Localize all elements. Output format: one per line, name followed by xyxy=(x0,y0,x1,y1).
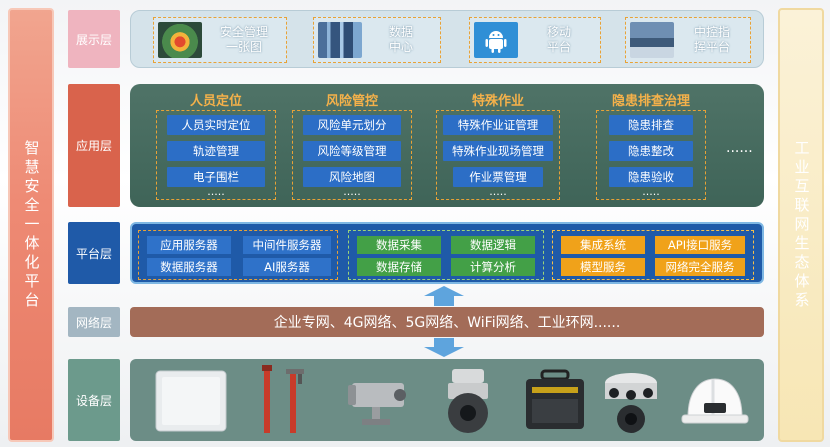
layer-label-device: 设备层 xyxy=(68,359,120,441)
app-item[interactable]: 风险单元划分 xyxy=(303,115,401,135)
platform-item[interactable]: 数据服务器 xyxy=(147,258,231,276)
app-item[interactable]: 风险地图 xyxy=(303,167,401,187)
network-text: 企业专网、4G网络、5G网络、WiFi网络、工业环网...... xyxy=(273,315,621,331)
display-card-label: 安全管理 一张图 xyxy=(219,25,268,54)
data-center-thumbnail-icon xyxy=(318,22,362,58)
app-item[interactable]: 特殊作业现场管理 xyxy=(443,141,553,161)
display-card-label: 数据 中心 xyxy=(388,25,413,54)
gas-detector-pole-icon xyxy=(262,365,304,433)
platform-item[interactable]: 应用服务器 xyxy=(147,236,231,254)
right-pillar: 工业互联网生态体系 xyxy=(778,8,824,442)
app-group-title-risk: 风险管控 xyxy=(325,94,378,109)
app-group-title-special-work: 特殊作业 xyxy=(471,94,524,109)
platform-item[interactable]: 网络完全服务 xyxy=(655,258,745,276)
app-group-risk: 风险单元划分 风险等级管理 风险地图 ..... xyxy=(292,110,412,200)
left-pillar-title: 智慧安全一体化平台 xyxy=(22,139,41,311)
layer-label-display: 展示层 xyxy=(68,10,120,68)
explosion-proof-camera-icon xyxy=(348,383,406,425)
device-layer-panel xyxy=(130,359,764,441)
platform-item[interactable]: 数据逻辑 xyxy=(451,236,535,254)
app-item[interactable]: 隐患整改 xyxy=(609,141,693,161)
platform-item[interactable]: 集成系统 xyxy=(561,236,645,254)
platform-group-data: 数据采集 数据逻辑 数据存储 计算分析 xyxy=(348,230,544,280)
right-pillar-title: 工业互联网生态体系 xyxy=(792,139,811,311)
app-group-hazard: 隐患排查 隐患整改 隐患验收 ..... xyxy=(596,110,706,200)
platform-item[interactable]: 数据存储 xyxy=(357,258,441,276)
platform-layer-panel: 应用服务器 中间件服务器 数据服务器 AI服务器 数据采集 数据逻辑 数据存储 … xyxy=(130,222,764,284)
display-card-data-center[interactable]: 数据 中心 xyxy=(313,17,441,63)
android-icon xyxy=(474,22,518,58)
app-item[interactable]: 轨迹管理 xyxy=(167,141,265,161)
platform-group-servers: 应用服务器 中间件服务器 数据服务器 AI服务器 xyxy=(138,230,338,280)
app-item[interactable]: 风险等级管理 xyxy=(303,141,401,161)
app-item[interactable]: 隐患排查 xyxy=(609,115,693,135)
layer-label-network: 网络层 xyxy=(68,307,120,337)
app-item[interactable]: 人员实时定位 xyxy=(167,115,265,135)
display-card-label: 移动 平台 xyxy=(546,25,571,54)
app-group-personnel: 人员实时定位 轨迹管理 电子围栏 ..... xyxy=(156,110,276,200)
dome-camera-icon xyxy=(448,369,488,433)
control-room-thumbnail-icon xyxy=(630,22,674,58)
network-layer-panel: 企业专网、4G网络、5G网络、WiFi网络、工业环网...... xyxy=(130,307,764,337)
app-item[interactable]: 特殊作业证管理 xyxy=(443,115,553,135)
safety-helmet-icon xyxy=(681,378,749,424)
app-group-special-work: 特殊作业证管理 特殊作业现场管理 作业票管理 ..... xyxy=(436,110,560,200)
down-arrow-icon xyxy=(424,338,464,357)
app-dots: ..... xyxy=(642,185,660,198)
app-item[interactable]: 隐患验收 xyxy=(609,167,693,187)
platform-item[interactable]: AI服务器 xyxy=(243,258,331,276)
display-layer-panel: 安全管理 一张图 数据 中心 移动 平台 中控指 挥平台 xyxy=(130,10,764,68)
platform-item[interactable]: 数据采集 xyxy=(357,236,441,254)
layer-label-application: 应用层 xyxy=(68,84,120,207)
display-card-command-platform[interactable]: 中控指 挥平台 xyxy=(625,17,751,63)
app-dots: ..... xyxy=(207,185,225,198)
app-item[interactable]: 作业票管理 xyxy=(453,167,543,187)
display-card-label: 中控指 挥平台 xyxy=(693,25,730,54)
heatmap-thumbnail-icon xyxy=(158,22,202,58)
display-card-mobile-platform[interactable]: 移动 平台 xyxy=(469,17,601,63)
layer-label-platform: 平台层 xyxy=(68,222,120,284)
platform-group-services: 集成系统 API接口服务 模型服务 网络完全服务 xyxy=(552,230,754,280)
up-arrow-icon xyxy=(424,286,464,306)
platform-item[interactable]: 计算分析 xyxy=(451,258,535,276)
platform-item[interactable]: API接口服务 xyxy=(655,236,745,254)
application-layer-panel: 人员定位 人员实时定位 轨迹管理 电子围栏 ..... 风险管控 风险单元划分 … xyxy=(130,84,764,207)
app-more-ellipsis: ...... xyxy=(726,140,753,156)
rfid-reader-icon xyxy=(155,370,227,432)
app-group-title-hazard: 隐患排查治理 xyxy=(611,94,690,109)
app-group-title-personnel: 人员定位 xyxy=(189,94,242,109)
platform-item[interactable]: 中间件服务器 xyxy=(243,236,331,254)
portable-case-device-icon xyxy=(526,369,584,429)
display-card-safety-map[interactable]: 安全管理 一张图 xyxy=(153,17,287,63)
left-pillar: 智慧安全一体化平台 xyxy=(8,8,54,442)
panoramic-camera-icon xyxy=(605,373,657,433)
app-dots: ..... xyxy=(343,185,361,198)
platform-item[interactable]: 模型服务 xyxy=(561,258,645,276)
app-dots: ..... xyxy=(489,185,507,198)
app-item[interactable]: 电子围栏 xyxy=(167,167,265,187)
